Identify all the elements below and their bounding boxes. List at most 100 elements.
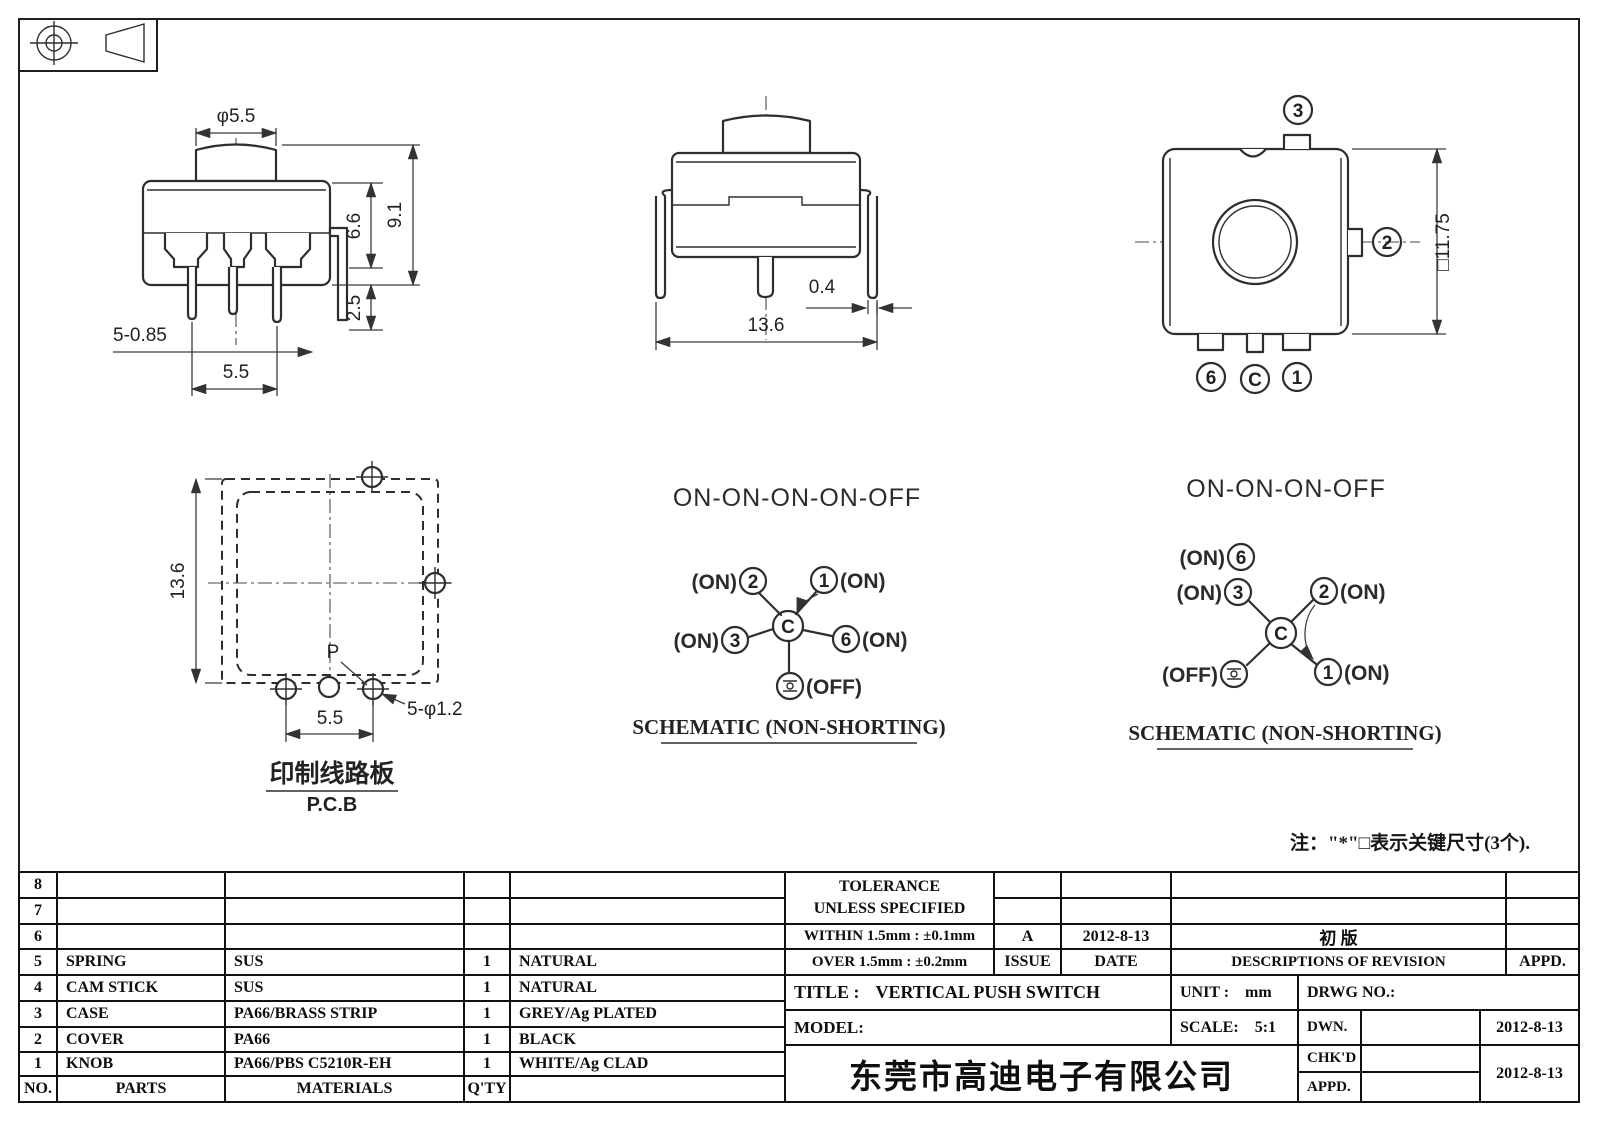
- part-material: PA66/PBS C5210R-EH: [226, 1053, 465, 1077]
- svg-text:3: 3: [730, 631, 741, 652]
- knob-outline: [721, 114, 812, 155]
- dwn-label: DWN.: [1299, 1011, 1362, 1046]
- part-no: 5: [20, 950, 58, 976]
- part-finish: NATURAL: [511, 950, 786, 976]
- node-6: 6 (ON): [1180, 542, 1256, 572]
- pcb-layout: 13.6 P 5-φ1.2 5.5 印制线路板 P.C.B: [168, 461, 463, 816]
- part-qty: [465, 925, 511, 950]
- dim-body-height-label: 6.6: [344, 213, 365, 239]
- schematic-a-caption: SCHEMATIC (NON-SHORTING): [632, 715, 945, 739]
- dim-width-label: 13.6: [748, 315, 785, 336]
- unit-cell: UNIT : mm: [1172, 976, 1299, 1011]
- chkd-date: 2012-8-13: [1496, 1064, 1563, 1082]
- part-qty: 1: [465, 950, 511, 976]
- svg-text:3: 3: [1233, 583, 1244, 604]
- scale-cell: SCALE: 5:1: [1172, 1011, 1299, 1046]
- node-3-state: (ON): [674, 630, 720, 653]
- company-name: 东莞市高迪电子有限公司: [786, 1046, 1299, 1101]
- col-header-materials: MATERIALS: [226, 1077, 465, 1101]
- part-no: 8: [20, 873, 58, 899]
- chkd-signature: [1362, 1046, 1481, 1073]
- part-no: 2: [20, 1028, 58, 1053]
- dim-square-label: □11.75: [1433, 213, 1454, 271]
- part-material: PA66/BRASS STRIP: [226, 1002, 465, 1028]
- node-2-state: (ON): [692, 571, 738, 594]
- part-finish: GREY/Ag PLATED: [511, 1002, 786, 1028]
- node-6: 6 (ON): [831, 624, 908, 654]
- tolerance-over: OVER 1.5mm : ±0.2mm: [786, 950, 995, 976]
- cone-symbol: [105, 23, 145, 63]
- p-hole: [317, 675, 341, 699]
- svg-text:1: 1: [819, 571, 830, 592]
- terminal-tabs-bottom: [1196, 334, 1312, 354]
- terminal-label-2: 2: [1371, 226, 1403, 258]
- dwn-signature: [1362, 1011, 1481, 1046]
- svg-text:6: 6: [841, 630, 852, 651]
- wall-lines: [1169, 158, 1342, 326]
- part-name: CASE: [58, 1002, 226, 1028]
- target-symbol: [30, 21, 78, 65]
- scale-value: 5:1: [1254, 1018, 1277, 1036]
- node-3: 3 (ON): [1177, 577, 1253, 607]
- part-qty: 1: [465, 1028, 511, 1053]
- ext-lines: [1352, 148, 1446, 335]
- svg-text:6: 6: [1206, 368, 1217, 389]
- pin-posts: [163, 233, 312, 269]
- date-header: DATE: [1062, 950, 1172, 976]
- dim-knob-dia-label: φ5.5: [217, 106, 256, 127]
- holes-leader: [380, 693, 406, 705]
- part-material: SUS: [226, 976, 465, 1002]
- appd-label: APPD.: [1299, 1073, 1362, 1101]
- part-finish: WHITE/Ag CLAD: [511, 1053, 786, 1077]
- svg-text:C: C: [781, 617, 795, 638]
- dwn-date: 2012-8-13: [1481, 1011, 1578, 1046]
- part-qty: 1: [465, 1053, 511, 1077]
- dim-bracket-label: 0.4: [809, 277, 836, 298]
- dim-height-label: 13.6: [168, 563, 189, 600]
- side-legs: [654, 188, 879, 300]
- svg-text:2: 2: [1319, 582, 1330, 603]
- ext-lines: [205, 478, 222, 684]
- node-1-state: (ON): [840, 570, 886, 593]
- col-header-finish: [511, 1077, 786, 1101]
- node-2: 2 (ON): [692, 566, 768, 596]
- projection-symbol-box: [18, 18, 158, 72]
- issue-empty: [995, 873, 1062, 899]
- schematic-a: ON-ON-ON-ON-OFF 2 (ON) 1 (ON) 3 (ON) C: [632, 484, 946, 744]
- dim-pin-pitch-label: 5.5: [223, 362, 249, 383]
- body-outline: [1161, 147, 1350, 336]
- p-leader: [340, 661, 368, 686]
- knob-circle-outer: [1211, 198, 1299, 286]
- svg-text:3: 3: [1293, 101, 1304, 122]
- node-2: 2 (ON): [1309, 576, 1386, 606]
- part-no: 7: [20, 899, 58, 925]
- col-header-no: NO.: [20, 1077, 58, 1101]
- appd-empty: [1507, 873, 1578, 899]
- svg-text:2: 2: [748, 572, 759, 593]
- date-empty: [1062, 899, 1172, 925]
- tolerance-sub: UNLESS SPECIFIED: [813, 900, 966, 917]
- title-cell: TITLE : VERTICAL PUSH SWITCH: [786, 976, 1172, 1011]
- node-6-state: (ON): [862, 629, 908, 652]
- part-finish: [511, 873, 786, 899]
- svg-text:2: 2: [1382, 233, 1393, 254]
- dim-pitch-label: 5.5: [317, 708, 343, 729]
- date-value: 2012-8-13: [1062, 925, 1172, 950]
- title-block-table: 8 7 6 5 SPRING SUS 1 NATURAL 4 CAM STICK…: [18, 871, 1580, 1103]
- pins: [186, 267, 283, 324]
- side-view: 0.4 13.6: [654, 96, 912, 350]
- appd-signature: [1362, 1073, 1481, 1101]
- part-finish: NATURAL: [511, 976, 786, 1002]
- part-qty: 1: [465, 976, 511, 1002]
- terminal-label-6: 6: [1195, 361, 1227, 393]
- knob-outline: [194, 143, 278, 183]
- date-empty: [1062, 873, 1172, 899]
- node-off-state: (OFF): [806, 676, 862, 699]
- part-name: [58, 925, 226, 950]
- title-value: VERTICAL PUSH SWITCH: [875, 982, 1100, 1002]
- unit-label: UNIT :: [1180, 983, 1230, 1001]
- title-label: TITLE :: [794, 982, 860, 1002]
- part-name: COVER: [58, 1028, 226, 1053]
- part-name: [58, 899, 226, 925]
